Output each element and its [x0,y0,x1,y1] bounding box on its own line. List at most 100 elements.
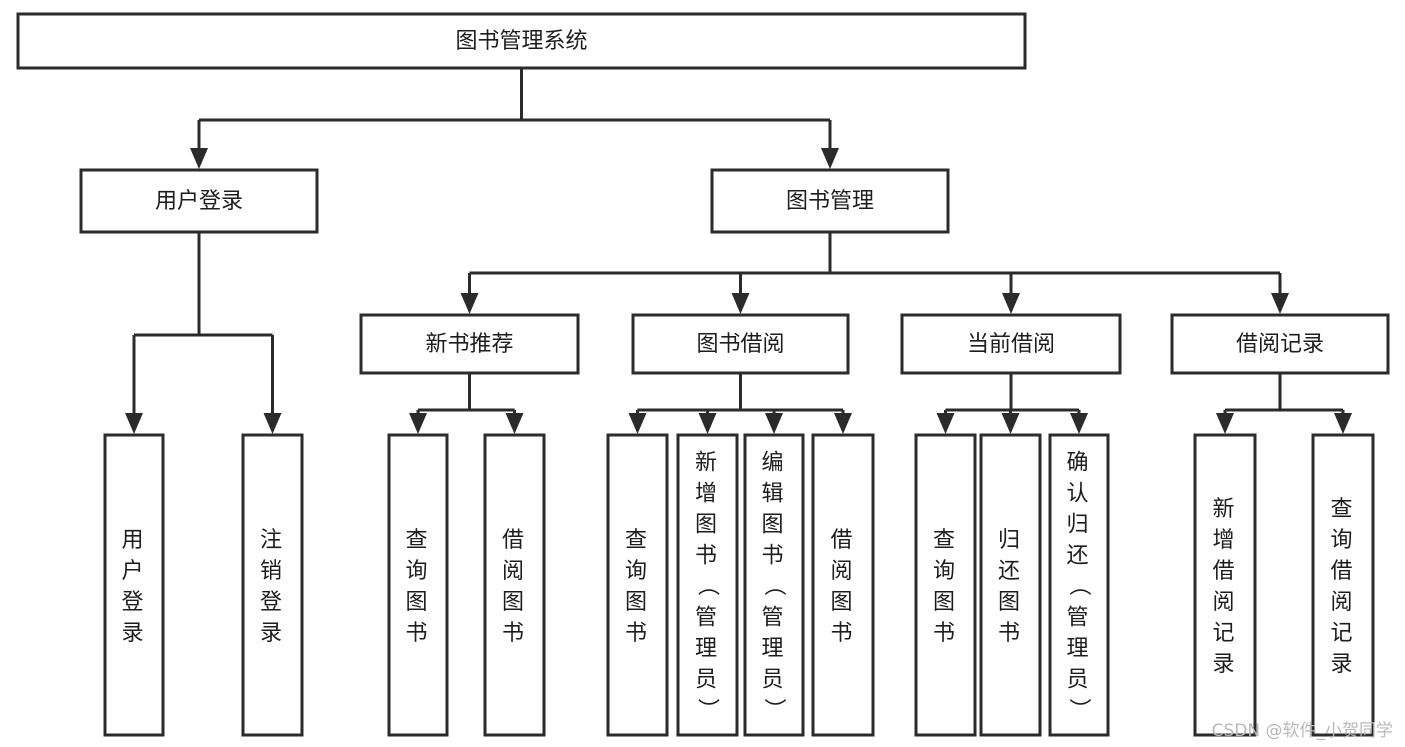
node-box[interactable] [914,433,977,737]
node-box[interactable] [900,313,1122,375]
node-label-char: 户 [121,559,146,584]
arrow-head-icon [821,148,839,169]
node-label: 新书推荐 [425,332,513,357]
node-book-manage[interactable]: 图书管理 [710,168,950,234]
node-box[interactable] [1311,433,1375,737]
node-box[interactable] [16,12,1027,70]
node-box[interactable] [979,433,1042,737]
node-label-char: 员 [761,668,786,693]
node-box[interactable] [359,313,580,375]
node-label-char: 辑 [761,482,786,507]
arrow-head-icon [409,413,427,434]
node-user-login[interactable]: 用户登录 [79,168,319,234]
watermark-text: CSDN @软件_小贺同学 [1211,721,1393,741]
node-label-char: ） [761,698,786,723]
node-label: 图书借阅 [696,332,784,357]
arrow-head-icon [263,413,282,434]
node-label-char: 阅 [830,559,855,584]
node-label-char: 管 [1066,606,1091,631]
node-label-char: 还 [1066,544,1091,569]
node-label-char: 录 [1212,652,1237,677]
node-box[interactable] [103,433,165,737]
node-box[interactable] [811,433,875,737]
node-box[interactable] [606,433,669,737]
node-box[interactable] [743,433,805,737]
node-label-char: 录 [1330,652,1355,677]
node-label-char: 增 [1212,528,1237,553]
node-label: 借阅记录 [1236,332,1324,357]
node-label: 图书管理 [786,189,874,214]
node-label-char: 借 [830,528,855,553]
node-box[interactable] [483,433,546,737]
node-label-char: ） [695,698,720,723]
node-box[interactable] [1048,433,1110,737]
node-current-borrow[interactable]: 当前借阅 [900,313,1122,375]
node-label-char: 认 [1066,482,1091,507]
node-root-图书管理系统[interactable]: 图书管理系统 [16,12,1027,70]
node-book-borrow[interactable]: 图书借阅 [631,313,850,375]
node-label-char: 书 [998,621,1023,646]
node-box[interactable] [1170,313,1390,375]
node-label-char: 注 [260,528,285,553]
node-label-char: 书 [625,621,650,646]
arrow-head-icon [1334,413,1352,434]
connector-layer [125,68,1352,434]
node-label-char: 图 [933,590,958,615]
node-label-char: 书 [933,621,958,646]
node-box[interactable] [387,433,449,737]
node-label: 图书管理系统 [455,29,587,54]
node-box[interactable] [241,433,304,737]
node-label-char: 图 [761,513,786,538]
node-label-char: 阅 [1212,590,1237,615]
node-label-char: 记 [1212,621,1237,646]
node-label-char: 新 [1212,497,1237,522]
node-label-char: （ [761,574,786,599]
node-label-char: 借 [1212,559,1237,584]
node-label-char: 图 [695,513,720,538]
node-leaf-user-login[interactable]: 用户登录 [103,433,165,737]
node-label-char: 查 [933,528,958,553]
node-label-char: 询 [625,559,650,584]
node-label-char: 管 [695,606,720,631]
node-label-char: 理 [695,637,720,662]
node-box[interactable] [676,433,739,737]
node-box[interactable] [1193,433,1257,737]
node-label-char: 用 [121,528,146,553]
node-label-char: （ [695,574,720,599]
node-label-char: 录 [260,621,285,646]
node-label-char: 图 [405,590,430,615]
arrow-head-icon [460,293,479,314]
node-label-char: 归 [998,528,1023,553]
node-new-book-rec[interactable]: 新书推荐 [359,313,580,375]
node-box[interactable] [631,313,850,375]
node-label-char: 阅 [1330,590,1355,615]
node-label-char: 图 [625,590,650,615]
node-box[interactable] [710,168,950,234]
arrow-head-icon [698,413,717,434]
node-label-char: 增 [695,482,720,507]
node-label-char: 阅 [502,559,527,584]
arrow-head-icon [731,293,750,314]
node-box[interactable] [79,168,319,234]
arrow-head-icon [1001,413,1020,434]
arrow-head-icon [190,148,208,169]
node-label-char: 理 [1066,637,1091,662]
node-label-char: 理 [761,637,786,662]
node-borrow-record[interactable]: 借阅记录 [1170,313,1390,375]
node-label-char: 书 [405,621,430,646]
node-label-char: 录 [121,621,146,646]
arrow-head-icon [936,413,955,434]
